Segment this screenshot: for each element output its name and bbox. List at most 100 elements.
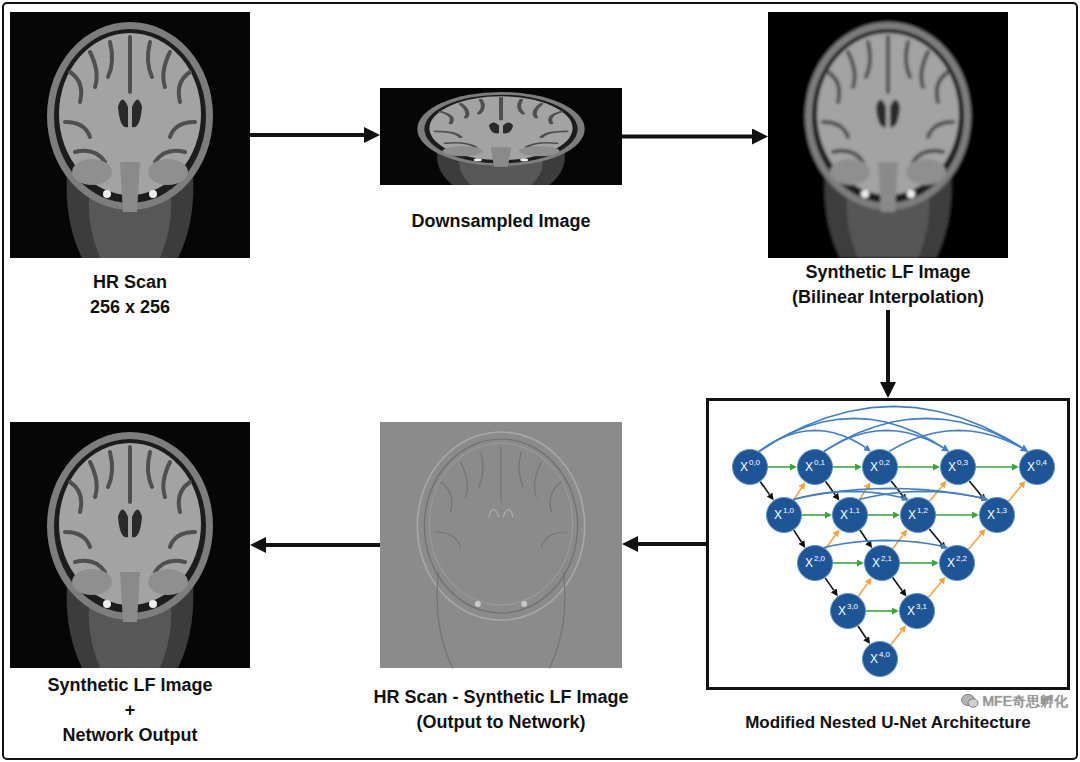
- node-label: X: [1027, 461, 1035, 473]
- node-label: X: [740, 461, 748, 473]
- network-node: X1,2: [900, 497, 936, 533]
- caption: +: [125, 698, 136, 723]
- superscript: 3,0: [847, 603, 858, 611]
- superscript: 1,2: [917, 507, 928, 515]
- network-arrow: [976, 466, 1012, 468]
- network-arrow: [936, 514, 972, 516]
- skip-connection: [759, 406, 1022, 451]
- network-node: X0,3: [940, 449, 976, 485]
- caption: (Output to Network): [417, 710, 586, 735]
- network-arrow: [929, 529, 941, 544]
- network-arrow: [929, 582, 941, 597]
- superscript: 0,4: [1036, 459, 1047, 467]
- network-node: X1,1: [832, 497, 868, 533]
- network-arrow: [930, 486, 942, 501]
- node-label: X: [870, 461, 878, 473]
- network-arrow: [969, 534, 981, 549]
- caption: HR Scan - Synthetic LF Image: [373, 685, 628, 710]
- flow-arrow: [250, 133, 364, 137]
- network-arrow: [969, 481, 981, 496]
- network-arrow: [858, 626, 866, 638]
- caption: 256 x 256: [90, 295, 170, 320]
- superscript: 1,1: [849, 507, 860, 515]
- flow-arrow: [622, 135, 752, 139]
- superscript: 3,1: [916, 603, 927, 611]
- watermark-icon: [961, 693, 979, 709]
- network-arrow: [893, 578, 903, 591]
- watermark: MFE奇思孵化: [961, 693, 1068, 709]
- network-arrow: [866, 610, 892, 612]
- network-arrow: [833, 466, 855, 468]
- network-node: X0,0: [732, 449, 768, 485]
- node-label: X: [840, 509, 848, 521]
- superscript: 0,3: [957, 459, 968, 467]
- caption: Downsampled Image: [411, 209, 590, 234]
- network-arrow: [858, 583, 867, 596]
- image-node: Downsampled Image: [380, 88, 622, 234]
- node-label: X: [987, 509, 995, 521]
- network-arrow: [825, 578, 834, 591]
- image-area: [768, 12, 1008, 258]
- flow-arrow: [638, 542, 706, 546]
- network-node: X3,1: [899, 593, 935, 629]
- node-label: X: [805, 461, 813, 473]
- node-label: X: [805, 557, 813, 569]
- image-area: [10, 422, 250, 668]
- superscript: 2,0: [814, 555, 825, 563]
- superscript: 2,1: [881, 555, 892, 563]
- network-arrow: [868, 514, 893, 516]
- image-node: HR Scan - Synthetic LF Image(Output to N…: [380, 422, 622, 735]
- downsampled-image: [380, 88, 622, 185]
- flow-arrow: [266, 543, 380, 547]
- network-node: X3,0: [830, 593, 866, 629]
- skip-connection: [824, 418, 1022, 451]
- connectors: [250, 135, 1022, 645]
- network-node: X1,0: [766, 497, 802, 533]
- superscript: 4,0: [879, 651, 890, 659]
- node-label: X: [907, 605, 915, 617]
- network-arrow: [900, 562, 932, 564]
- synthetic-lf-image: [768, 12, 1008, 258]
- network-arrow: [794, 530, 802, 542]
- image-area: [10, 12, 250, 258]
- network-arrow: [802, 514, 825, 516]
- network-arrow: [898, 466, 933, 468]
- caption: (Bilinear Interpolation): [792, 285, 984, 310]
- node-label: X: [948, 461, 956, 473]
- flow-arrow: [886, 310, 890, 382]
- watermark-text: MFE奇思孵化: [982, 693, 1068, 709]
- network-node: X0,1: [797, 449, 833, 485]
- image-area: [380, 422, 622, 668]
- network-node: X4,0: [862, 641, 898, 677]
- superscript: 0,1: [814, 459, 825, 467]
- network-node: X2,0: [797, 545, 833, 581]
- node-label: X: [870, 653, 878, 665]
- caption: Modified Nested U-Net Architecture: [745, 712, 1031, 734]
- skip-connection: [793, 488, 981, 499]
- node-label: X: [774, 509, 782, 521]
- network-arrow: [833, 562, 857, 564]
- image-area: [380, 88, 622, 185]
- residual-image: [380, 422, 622, 668]
- node-label: X: [838, 605, 846, 617]
- node-label: X: [872, 557, 880, 569]
- superscript: 1,3: [996, 507, 1007, 515]
- network-arrow: [1009, 486, 1021, 501]
- final-image: [10, 422, 250, 668]
- network-arrow: [768, 466, 790, 468]
- node-label: X: [947, 557, 955, 569]
- image-node: HR Scan256 x 256: [10, 12, 250, 320]
- network-node: X0,2: [862, 449, 898, 485]
- network-node: X2,2: [939, 545, 975, 581]
- caption: HR Scan: [93, 270, 167, 295]
- image-node: Synthetic LF Image+Network Output: [10, 422, 250, 748]
- network-arrow: [760, 482, 769, 495]
- hr-scan-image: [10, 12, 250, 258]
- superscript: 2,2: [956, 555, 967, 563]
- network-node: X0,4: [1019, 449, 1055, 485]
- superscript: 1,0: [783, 507, 794, 515]
- network-node: X2,1: [864, 545, 900, 581]
